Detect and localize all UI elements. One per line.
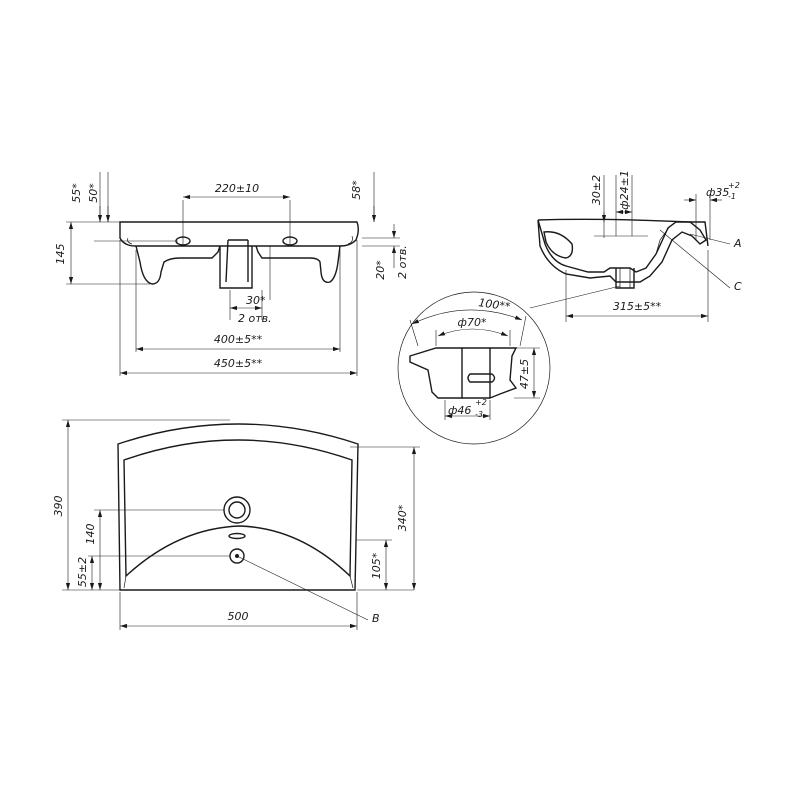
detail-section-right [489, 347, 518, 400]
dim-24: ф24±1 [618, 170, 631, 210]
dim-35: ф35 [706, 186, 729, 199]
plan-outline [117, 423, 359, 591]
plan-tap-hole-outer [223, 496, 251, 524]
dim-30: 30±2 [590, 175, 603, 205]
dim-width-450: 450±5** [214, 357, 263, 370]
plan-overflow [228, 532, 246, 540]
dim-100: 100** [478, 296, 512, 313]
side-section-wall [537, 219, 707, 283]
front-view-rim [119, 221, 359, 247]
front-view-drain [219, 239, 253, 289]
dim-right-20: 20* [374, 260, 387, 280]
dim-35-tol-up: +2 [728, 181, 740, 190]
dim-340: 340* [396, 504, 409, 531]
front-view-body [135, 245, 341, 285]
dim-46-tol-up: +2 [475, 398, 487, 407]
dim-105: 105* [370, 552, 383, 579]
dim-bottom-2holes: 2 отв. [238, 312, 272, 325]
dim-47: 47±5 [518, 359, 531, 389]
callout-a: A [733, 237, 742, 250]
callout-b: B [372, 612, 380, 625]
dim-bottom-30: 30* [246, 294, 266, 307]
plan-tap-hole-inner [228, 501, 246, 519]
dim-46-tol-down: -3 [475, 410, 483, 419]
dim-top-55: 55* [70, 183, 83, 203]
callout-c: C [734, 280, 742, 293]
dim-70: ф70* [458, 316, 487, 329]
drain-detail: 100** ф70* 47±5 ф46 +2 -3 [397, 291, 551, 445]
dim-390: 390 [52, 496, 65, 517]
dim-55: 55±2 [76, 557, 89, 587]
dim-right-2holes: 2 отв. [396, 245, 409, 279]
plan-inner-bowl [123, 439, 353, 578]
detail-circle [397, 291, 551, 445]
dim-height-145: 145 [54, 244, 67, 265]
front-view: 220±10 145 55* 50* 58* 20* 2 отв. 30* 2 … [54, 172, 409, 376]
dim-140: 140 [84, 524, 97, 545]
dim-depth-315: 315±5** [613, 300, 662, 313]
detail-section-left [409, 347, 463, 399]
dim-hole-spacing: 220±10 [215, 182, 259, 195]
dim-35-tol-down: -1 [728, 192, 736, 201]
side-section-view: 30±2 ф24±1 ф35 +2 -1 315±5** A C [537, 170, 742, 322]
dim-top-50: 50* [87, 183, 100, 203]
dim-500: 500 [228, 610, 249, 623]
dim-46: ф46 [448, 404, 471, 417]
dim-right-58: 58* [350, 180, 363, 200]
dim-width-400: 400±5** [214, 333, 263, 346]
plan-view: 390 140 55±2 340* 105* 500 B [52, 419, 420, 630]
